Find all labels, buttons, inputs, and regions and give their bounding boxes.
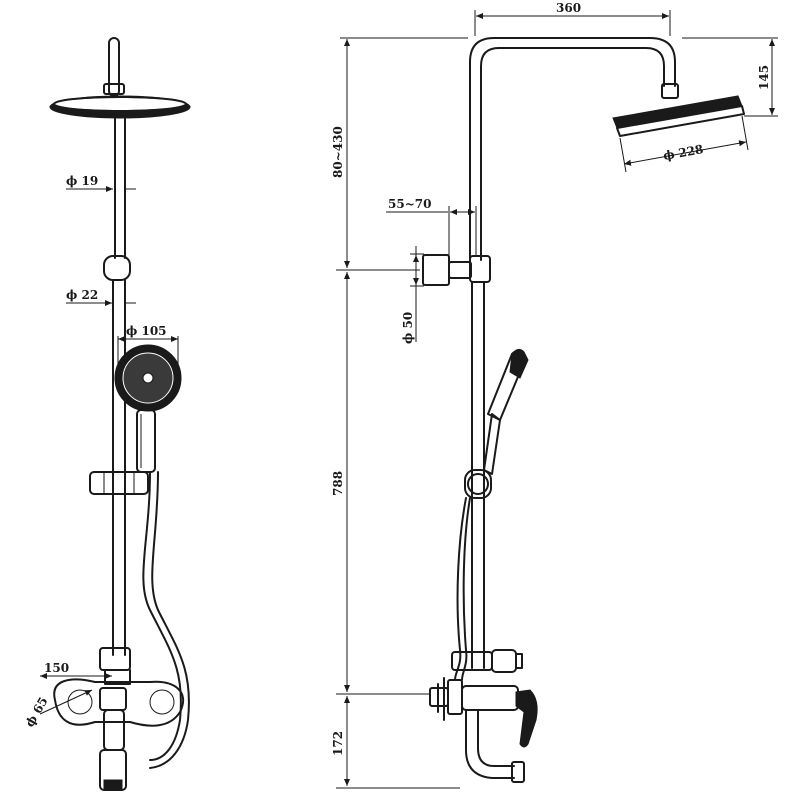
dim-head-height: 145 — [682, 37, 778, 117]
dim-arm-length: 360 — [474, 1, 671, 36]
front-rain-head — [49, 83, 191, 119]
dim-pipe-diameter: ϕ 19 — [66, 174, 136, 192]
dim-hand-shower-diameter: ϕ 105 — [117, 324, 179, 372]
side-slide-holder — [464, 469, 492, 499]
dim-bar-length: 788 — [331, 269, 420, 692]
side-diverter — [451, 649, 523, 673]
side-view: 360 145 ϕ 228 80~430 55~70 — [331, 1, 778, 789]
label-mixer-height: 172 — [331, 731, 345, 756]
front-slide-holder — [89, 471, 149, 495]
label-bar-diameter: ϕ 22 — [66, 288, 98, 302]
side-wall-bracket — [422, 254, 491, 286]
front-top-pipe — [108, 37, 120, 97]
label-pipe-diameter: ϕ 19 — [66, 174, 98, 188]
dim-head-diameter: ϕ 228 — [619, 115, 749, 173]
side-rain-head — [612, 83, 745, 137]
front-spout — [99, 709, 127, 791]
side-hand-shower — [483, 348, 529, 475]
front-view: ϕ 19 ϕ 22 ϕ 105 150 ϕ 65 — [22, 37, 191, 791]
label-mixer-diameter: ϕ 65 — [22, 695, 50, 730]
front-slide-bar — [112, 279, 126, 656]
label-spout-length: 150 — [44, 661, 69, 675]
dim-adjustable-height: 80~430 — [331, 37, 468, 268]
front-riser-pipe — [114, 114, 126, 259]
label-head-height: 145 — [757, 65, 771, 90]
label-hand-shower-diameter: ϕ 105 — [126, 324, 167, 338]
label-adjustable-height: 80~430 — [331, 126, 345, 178]
label-bar-length: 788 — [331, 471, 345, 496]
side-shower-arm — [469, 37, 676, 261]
side-spout — [465, 709, 525, 783]
label-head-diameter: ϕ 228 — [662, 142, 704, 163]
dim-spout-length: 150 — [40, 661, 112, 679]
front-wall-bracket — [103, 255, 131, 281]
side-mixer — [429, 677, 538, 748]
dim-bar-diameter: ϕ 22 — [66, 288, 136, 306]
front-hose — [142, 471, 190, 769]
front-hand-shower — [114, 344, 182, 473]
dim-wall-offset: 55~70 — [386, 197, 477, 256]
label-bracket-diameter: ϕ 50 — [401, 312, 415, 344]
front-mixer — [53, 678, 185, 727]
dim-bracket-diameter: ϕ 50 — [401, 246, 424, 344]
label-arm-length: 360 — [556, 1, 581, 15]
label-wall-offset: 55~70 — [388, 197, 431, 211]
dim-mixer-height: 172 — [331, 693, 460, 789]
